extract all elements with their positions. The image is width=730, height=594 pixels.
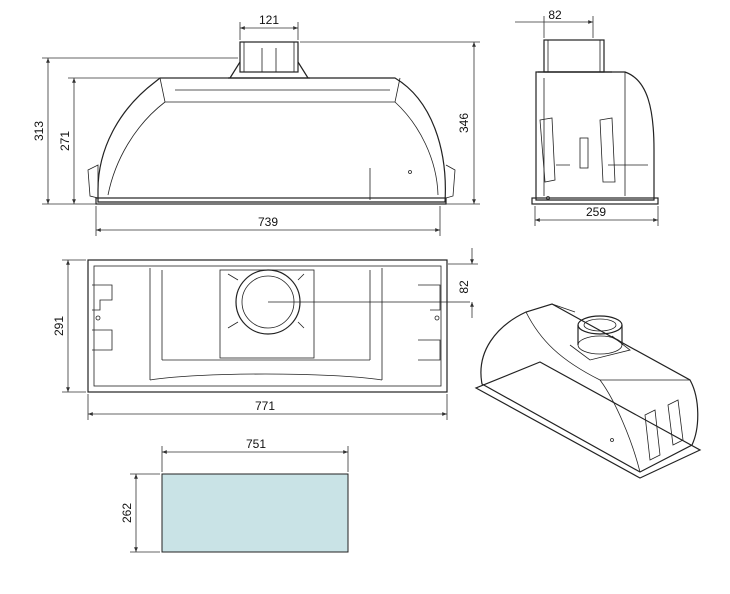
- front-spigot: [239, 41, 299, 73]
- dim-total-height: 346: [457, 113, 471, 133]
- front-view: 121 346 313 271 739: [32, 13, 480, 236]
- dim-front-width: 739: [258, 215, 278, 229]
- side-spigot: [543, 39, 605, 73]
- dim-side-spigot: 82: [548, 8, 562, 22]
- side-body-outline: [535, 71, 655, 201]
- plan-view: 82 291 771: [52, 248, 478, 420]
- dim-height-271: 271: [58, 131, 72, 151]
- cutout-rectangle: [161, 473, 349, 553]
- isometric-view: [474, 303, 702, 479]
- dim-cutout-width: 751: [246, 437, 266, 451]
- front-body-outline: [97, 77, 446, 203]
- dim-plan-depth: 291: [52, 316, 66, 336]
- dim-height-313: 313: [32, 121, 46, 141]
- cutout-view: 751 262: [120, 437, 349, 553]
- dim-spigot-width: 121: [259, 13, 279, 27]
- dim-side-depth: 259: [586, 205, 606, 219]
- dim-plan-width: 771: [255, 399, 275, 413]
- dim-plan-offset: 82: [457, 280, 471, 294]
- plan-outline: [87, 259, 448, 393]
- dim-cutout-depth: 262: [120, 503, 134, 523]
- side-view: 82 259: [515, 8, 659, 226]
- iso-base-rim: [474, 361, 702, 479]
